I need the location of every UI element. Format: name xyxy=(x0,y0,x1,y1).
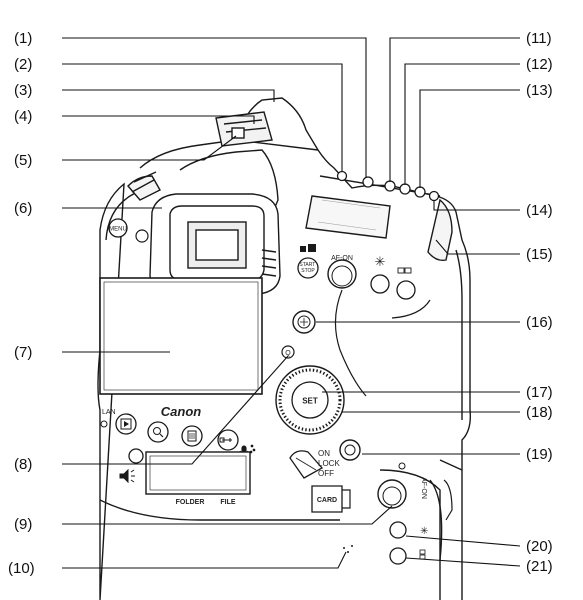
callout-9: (9) xyxy=(14,516,32,533)
quick-control-button[interactable]: Q xyxy=(281,345,295,359)
af-on-button-vertical[interactable]: AF-ON xyxy=(377,477,427,509)
folder-label: FOLDER xyxy=(176,499,205,506)
top-button-2 xyxy=(362,176,374,188)
power-on-label: ON xyxy=(318,449,330,458)
info-button[interactable] xyxy=(135,229,149,243)
af-on-side-label: AF-ON xyxy=(420,477,427,499)
power-off-label: OFF xyxy=(318,469,334,478)
callout-19: (19) xyxy=(526,446,553,463)
rear-info-panel: FOLDER FILE xyxy=(145,451,251,506)
erase-icon xyxy=(187,430,197,442)
power-lock-label: LOCK xyxy=(318,459,340,468)
callout-6: (6) xyxy=(14,200,32,217)
callout-14: (14) xyxy=(526,202,553,219)
protect-button[interactable] xyxy=(217,429,239,451)
callout-17: (17) xyxy=(526,384,553,401)
af-point-icon xyxy=(397,267,412,274)
body-contour xyxy=(334,289,431,397)
af-on-top-label: AF-ON xyxy=(331,255,353,262)
rear-lcd-monitor xyxy=(99,277,263,395)
multi-controller-2[interactable] xyxy=(339,439,361,461)
asterisk-button-top[interactable]: ✳ xyxy=(370,254,390,294)
playback-button[interactable] xyxy=(115,413,137,435)
asterisk-button-vertical[interactable]: ✳ xyxy=(389,521,428,539)
erase-button[interactable] xyxy=(181,425,203,447)
file-label: FILE xyxy=(220,499,235,506)
voice-memo-button[interactable] xyxy=(128,448,144,464)
power-switch[interactable]: ON LOCK OFF xyxy=(289,449,340,479)
multi-controller[interactable] xyxy=(292,310,316,334)
top-button-6 xyxy=(428,190,440,202)
set-label: SET xyxy=(302,397,318,406)
callout-13: (13) xyxy=(526,82,553,99)
af-point-button-vertical[interactable] xyxy=(389,547,426,565)
start-stop-line-1: START xyxy=(299,262,315,268)
callout-3: (3) xyxy=(14,82,32,99)
callout-21: (21) xyxy=(526,558,553,575)
asterisk-icon: ✳ xyxy=(375,254,386,269)
callout-7: (7) xyxy=(14,344,32,361)
callout-2: (2) xyxy=(14,56,32,73)
callout-8: (8) xyxy=(14,456,32,473)
live-view-icon xyxy=(300,244,316,252)
callout-5: (5) xyxy=(14,152,32,169)
callout-labels: (1) (2) (3) (4) (5) (6) (7) (8) (9) (10)… xyxy=(8,30,553,577)
start-stop-label: START STOP xyxy=(299,262,316,274)
leader-lines xyxy=(62,37,521,569)
microphone-holes xyxy=(343,545,353,553)
card-label: CARD xyxy=(317,497,337,504)
menu-label: MENU xyxy=(109,227,127,233)
callout-18: (18) xyxy=(526,404,553,421)
asterisk-icon-vertical: ✳ xyxy=(420,526,428,537)
callout-16: (16) xyxy=(526,314,553,331)
multi-controller-icon xyxy=(300,318,308,326)
magnify-icon xyxy=(153,427,161,435)
protect-icon xyxy=(219,437,232,443)
top-button-3 xyxy=(384,180,396,192)
side-terminal xyxy=(443,479,453,521)
callout-20: (20) xyxy=(526,538,553,555)
callout-4: (4) xyxy=(14,108,32,125)
af-point-button-top[interactable] xyxy=(396,267,416,300)
top-lcd-panel xyxy=(305,195,391,239)
callout-1: (1) xyxy=(14,30,32,47)
start-stop-line-2: STOP xyxy=(301,268,315,274)
brand-logo: Canon xyxy=(161,404,202,419)
top-button-4 xyxy=(399,183,411,195)
lan-label: LAN xyxy=(102,409,116,416)
quick-control-dial[interactable]: SET xyxy=(275,365,345,435)
quick-control-icon: Q xyxy=(285,350,291,357)
playback-icon xyxy=(120,418,132,430)
sensor-lamp xyxy=(398,462,406,470)
start-stop-button[interactable]: START STOP xyxy=(297,257,319,279)
lower-button-row xyxy=(115,413,239,464)
af-on-button-top[interactable]: AF-ON xyxy=(327,255,357,289)
callout-11: (11) xyxy=(526,30,552,47)
card-slot-cover[interactable]: CARD xyxy=(311,485,351,513)
top-button-1 xyxy=(336,170,348,182)
callout-10: (10) xyxy=(8,560,35,577)
top-button-5 xyxy=(414,186,426,198)
magnify-button[interactable] xyxy=(147,421,169,443)
menu-button[interactable]: MENU xyxy=(108,218,128,238)
speaker-icon xyxy=(119,468,135,484)
af-point-icon-vertical xyxy=(419,549,426,560)
lan-lamp xyxy=(100,420,108,428)
callout-15: (15) xyxy=(526,246,553,263)
eyepiece xyxy=(149,193,281,295)
callout-12: (12) xyxy=(526,56,553,73)
